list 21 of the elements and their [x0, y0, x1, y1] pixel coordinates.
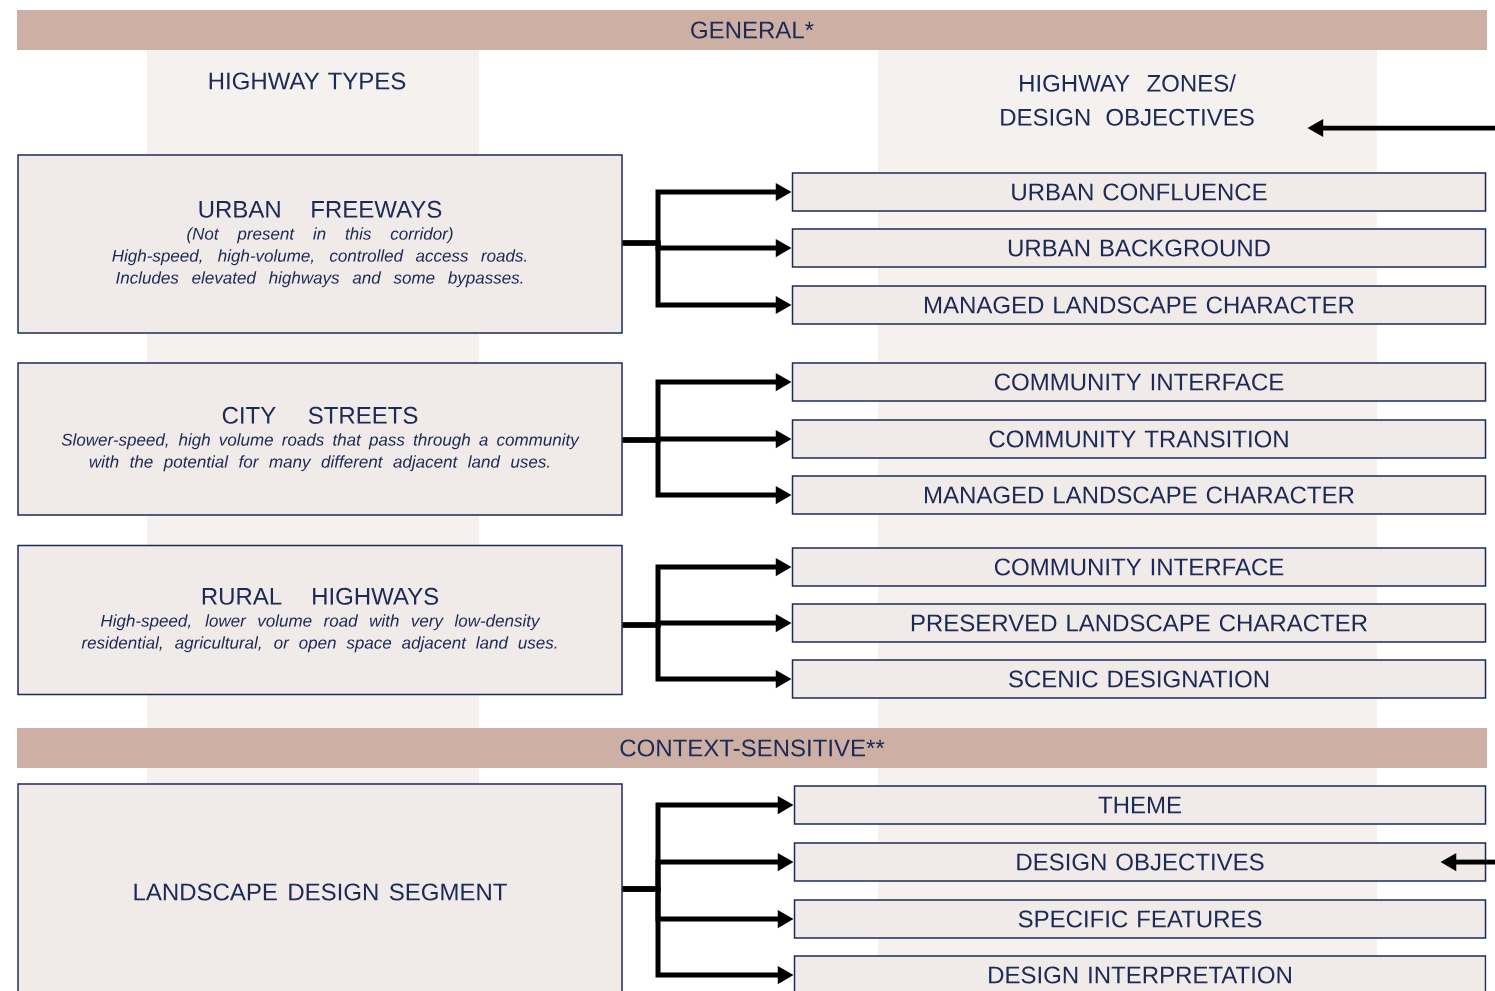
zone-box: THEME — [793, 785, 1487, 825]
zone-box: URBAN CONFLUENCE — [791, 172, 1487, 212]
section-band: GENERAL* — [17, 10, 1487, 50]
zone-box: MANAGED LANDSCAPE CHARACTER — [791, 285, 1487, 325]
zone-box: COMMUNITY INTERFACE — [791, 547, 1487, 587]
column-heading: HIGHWAY TYPES — [209, 72, 406, 90]
zone-box: COMMUNITY INTERFACE — [791, 362, 1487, 402]
zone-box: SCENIC DESIGNATION — [791, 659, 1487, 699]
zone-box: URBAN BACKGROUND — [791, 228, 1487, 268]
highway-type-box: RURAL HIGHWAYS High-speed, lower volume road with very low-density residential, agricultural, or open space adjacent land uses. — [17, 544, 623, 696]
column-heading: HIGHWAY ZONES/ DESIGN OBJECTIVES — [1001, 74, 1254, 126]
zone-box: COMMUNITY TRANSITION — [791, 419, 1487, 459]
highway-type-box: LANDSCAPE DESIGN SEGMENT — [17, 783, 623, 991]
zone-box: SPECIFIC FEATURES — [793, 899, 1487, 939]
zone-box: MANAGED LANDSCAPE CHARACTER — [791, 475, 1487, 515]
zone-box: DESIGN INTERPRETATION — [793, 955, 1487, 991]
zone-box: PRESERVED LANDSCAPE CHARACTER — [791, 603, 1487, 643]
section-band: CONTEXT-SENSITIVE** — [17, 728, 1487, 768]
highway-type-box: URBAN FREEWAYS (Not present in this corridor) High-speed, high-volume, controlled access roads. Includes elevated highways and some bypasses. — [17, 154, 623, 334]
highway-type-box: CITY STREETS Slower-speed, high volume roads that pass through a community with the potential for many different adjacent land uses. — [17, 362, 623, 516]
zone-box: DESIGN OBJECTIVES — [793, 842, 1487, 882]
